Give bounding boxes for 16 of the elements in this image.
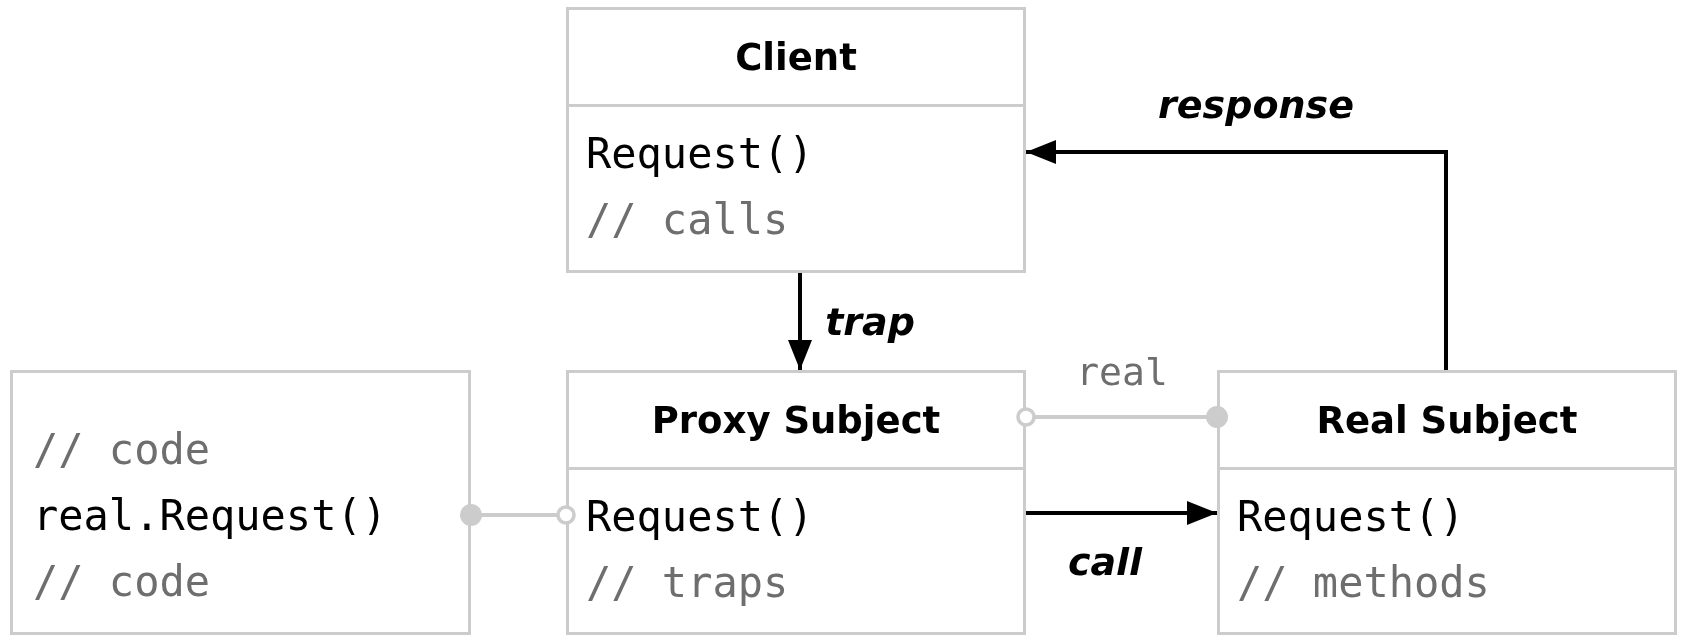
- class-box: [566, 7, 1026, 273]
- class-box: [566, 370, 1026, 635]
- class-box: [1217, 370, 1677, 635]
- class-name: Proxy Subject: [651, 398, 941, 442]
- code-line: Request(): [586, 128, 814, 180]
- class-name: Client: [735, 35, 857, 79]
- class-name: Real Subject: [1316, 398, 1578, 442]
- code-comment: // code: [33, 424, 210, 476]
- code-comment: // code: [33, 556, 210, 608]
- code-comment: // calls: [586, 194, 789, 246]
- code-box: [10, 370, 471, 635]
- code-line: real.Request(): [33, 490, 387, 542]
- code-line: Request(): [586, 491, 814, 543]
- code-comment: // methods: [1237, 557, 1490, 609]
- code-line: Request(): [1237, 491, 1465, 543]
- code-comment: // traps: [586, 557, 789, 609]
